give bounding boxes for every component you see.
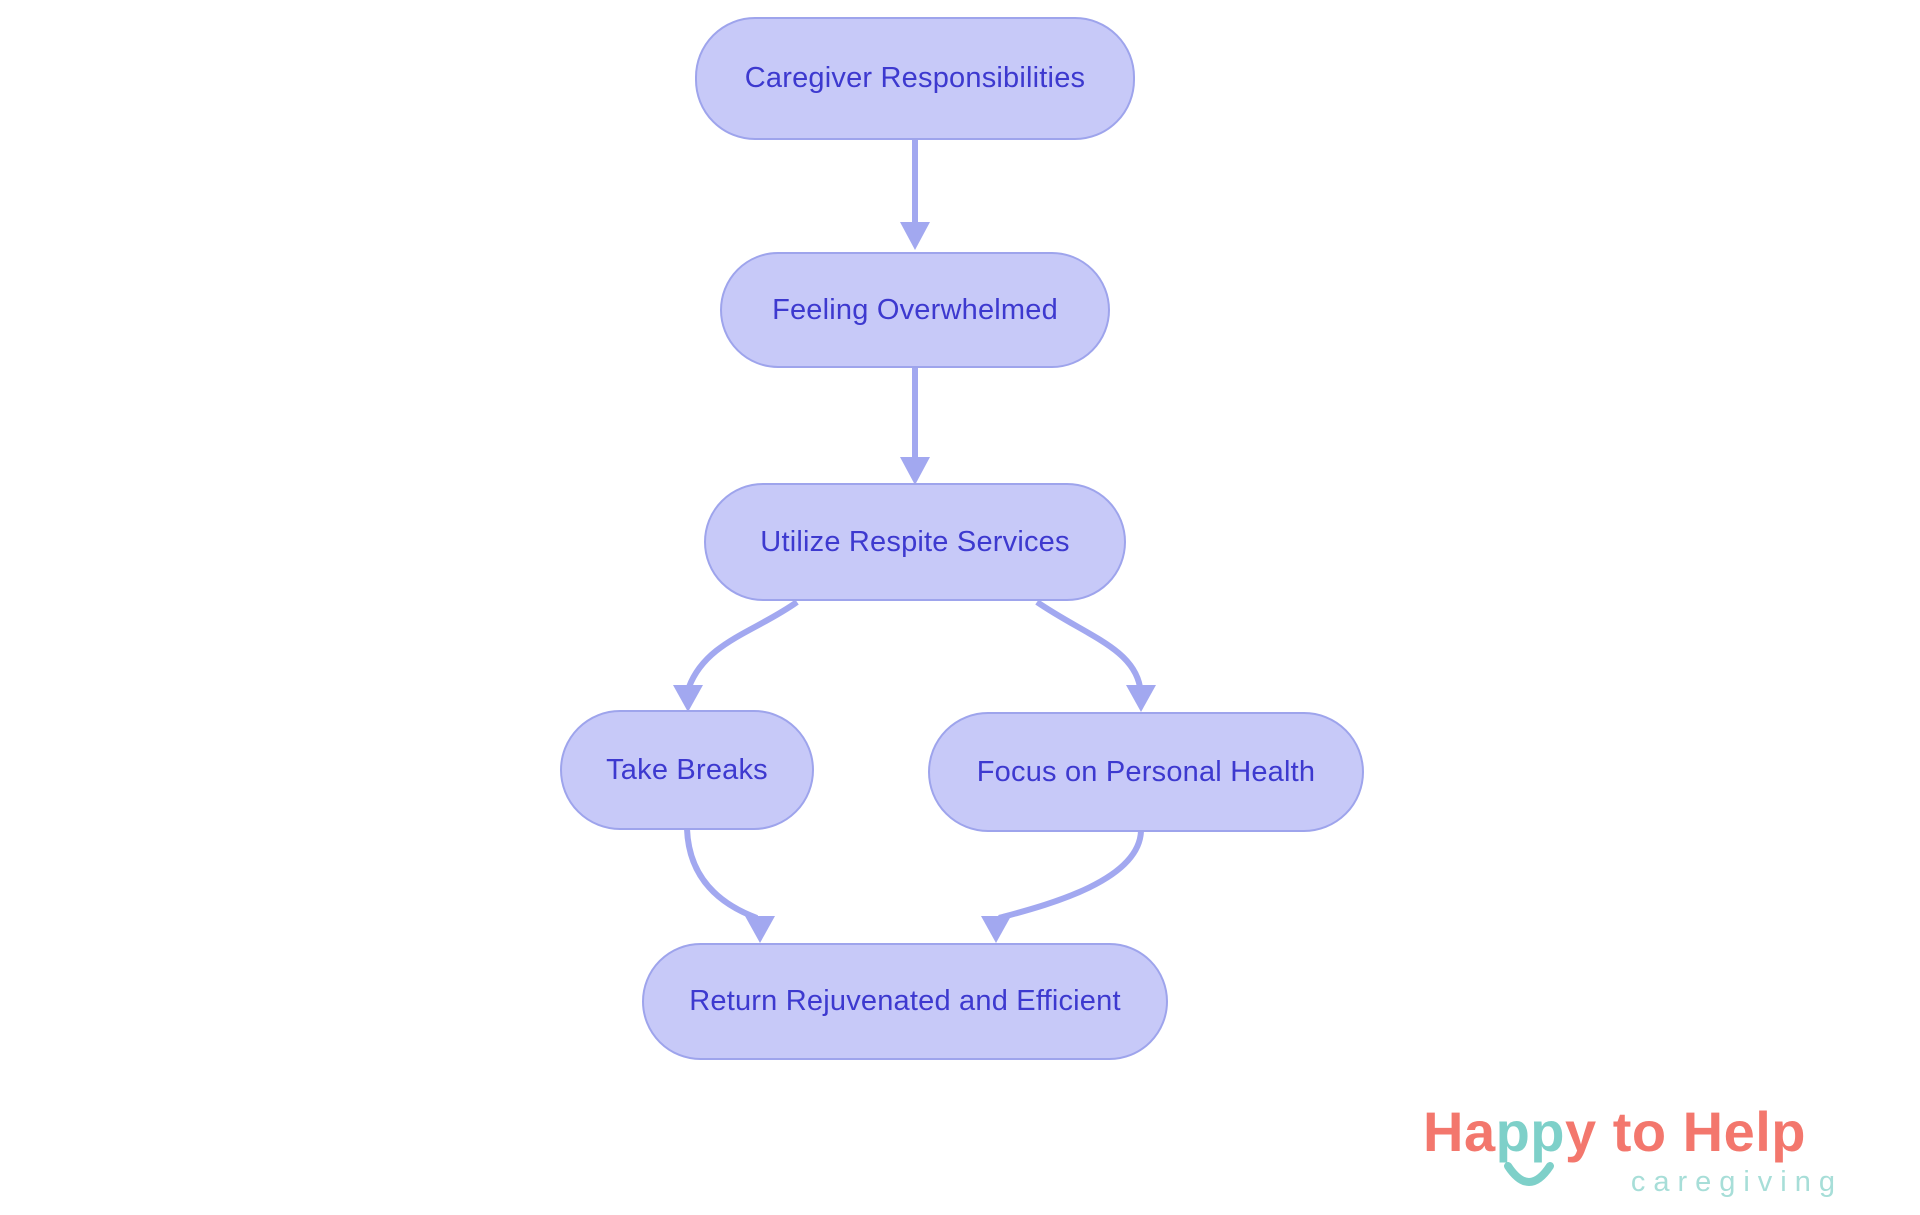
node-feeling-overwhelmed: Feeling Overwhelmed (720, 252, 1110, 368)
node-caregiver-responsibilities: Caregiver Responsibilities (695, 17, 1135, 140)
arrowhead-icon (900, 457, 930, 485)
arrowhead-icon (673, 685, 703, 712)
logo-text-rest: y to Help (1565, 1100, 1806, 1163)
edge-4-6 (684, 828, 759, 921)
smile-icon (1504, 1162, 1554, 1186)
node-label: Utilize Respite Services (760, 525, 1070, 558)
node-focus-on-personal-health: Focus on Personal Health (928, 712, 1364, 832)
node-take-breaks: Take Breaks (560, 710, 814, 830)
arrowhead-icon (1126, 685, 1156, 712)
arrowhead-icon (745, 916, 775, 943)
edge-3-4 (686, 599, 799, 689)
arrowhead-icon (900, 222, 930, 250)
logo-tagline: caregiving (1630, 1166, 1843, 1198)
logo-text-pp: pp (1495, 1100, 1566, 1163)
happy-to-help-logo: Happy to Help caregiving (1423, 1104, 1889, 1199)
node-label: Feeling Overwhelmed (772, 293, 1058, 326)
edge-5-6 (998, 830, 1144, 921)
edge-3-5 (1035, 599, 1143, 688)
logo-text-ha: Ha (1423, 1100, 1496, 1163)
node-label: Focus on Personal Health (976, 755, 1316, 788)
node-label: Caregiver Responsibilities (744, 62, 1086, 94)
node-label: Return Rejuvenated and Efficient (689, 985, 1121, 1017)
node-return-rejuvenated: Return Rejuvenated and Efficient (642, 943, 1168, 1060)
logo-wordmark: Happy to Help (1423, 1104, 1889, 1186)
node-label: Take Breaks (606, 753, 768, 786)
node-utilize-respite-services: Utilize Respite Services (704, 483, 1126, 601)
arrowhead-icon (981, 916, 1011, 943)
